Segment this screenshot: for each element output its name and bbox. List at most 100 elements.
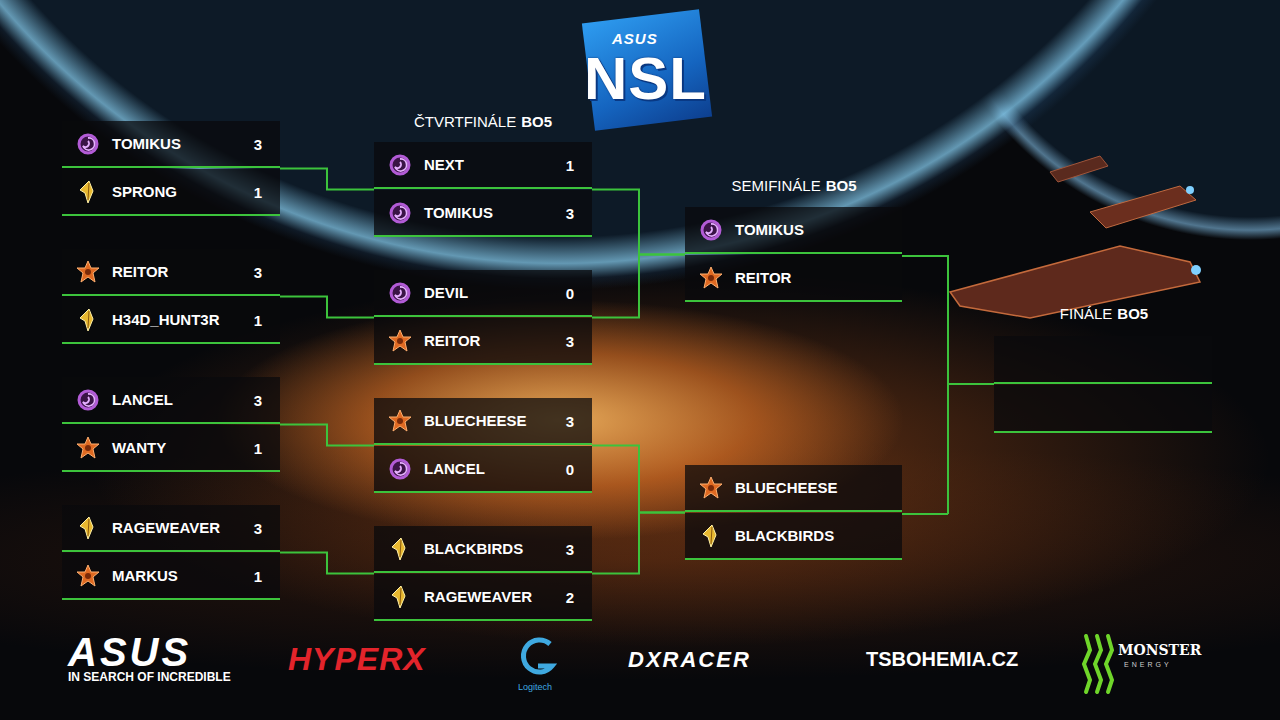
zerg-swirl (395, 206, 407, 218)
terran-star (389, 410, 411, 431)
logo-text: ENERGY (1124, 661, 1172, 668)
terran-icon (76, 564, 100, 588)
terran-icon (699, 266, 723, 290)
protoss-icon (699, 524, 723, 548)
logo-text: Logitech (518, 682, 552, 692)
protoss-blade (392, 538, 405, 560)
player-score: 0 (566, 285, 574, 302)
terran-core (85, 445, 91, 451)
zerg-ring (391, 156, 409, 174)
player-row: REITOR (685, 255, 902, 302)
player-row: NEXT1 (374, 142, 592, 189)
bracket-connector (592, 190, 685, 255)
zerg-swirl (83, 393, 95, 405)
bracket-connector (280, 425, 374, 446)
protoss-icon (76, 180, 100, 204)
player-name: SPRONG (112, 183, 177, 200)
final-box (994, 336, 1212, 433)
heading-text: FINÁLE (1060, 305, 1113, 322)
player-name: MARKUS (112, 567, 178, 584)
player-name: WANTY (112, 439, 166, 456)
player-row: TOMIKUS 3 (374, 190, 592, 237)
protoss-icon (388, 585, 412, 609)
terran-core (708, 275, 714, 281)
protoss-line (400, 540, 401, 557)
match-box: BLUECHEESE BLACKBIRDS (685, 465, 902, 560)
match-box: NEXT1TOMIKUS 3 (374, 142, 592, 237)
zerg-ring (391, 204, 409, 222)
heading-text: BO5 (1117, 305, 1148, 322)
player-name: RAGEWEAVER (112, 519, 220, 536)
match-box: TOMIKUS REITOR (685, 207, 902, 302)
protoss-blade (703, 525, 716, 547)
player-row: BLUECHEESE (685, 465, 902, 512)
terran-core (708, 485, 714, 491)
logo-text: TSBOHEMIA.CZ (866, 648, 1018, 671)
zerg-swirl (395, 158, 407, 170)
match-box: LANCEL 3WANTY1 (62, 377, 280, 472)
player-name: DEVIL (424, 284, 468, 301)
zerg-swirl (395, 286, 407, 298)
terran-icon (388, 409, 412, 433)
zerg-icon (76, 388, 100, 412)
player-name: BLACKBIRDS (735, 527, 834, 544)
player-row: BLACKBIRDS3 (374, 526, 592, 573)
player-score: 3 (254, 136, 262, 153)
match-box: BLUECHEESE3LANCEL0 (374, 398, 592, 493)
heading-text: BO5 (521, 113, 552, 130)
zerg-ring (391, 284, 409, 302)
player-score: 3 (566, 205, 574, 222)
zerg-ring (391, 460, 409, 478)
player-name: BLUECHEESE (424, 412, 527, 429)
round-heading: ČTVRTFINÁLEBO5 (414, 113, 552, 130)
player-row: MARKUS 1 (62, 553, 280, 600)
player-score: 1 (254, 184, 262, 201)
terran-core (85, 573, 91, 579)
zerg-ring (79, 135, 97, 153)
player-row: REITOR3 (374, 318, 592, 365)
player-score: 1 (254, 568, 262, 585)
player-row: BLACKBIRDS (685, 513, 902, 560)
player-score: 1 (254, 312, 262, 329)
protoss-blade (80, 309, 93, 331)
player-name: TOMIKUS (424, 204, 493, 221)
player-score: 2 (566, 589, 574, 606)
protoss-line (88, 311, 89, 328)
zerg-icon (699, 218, 723, 242)
player-name: LANCEL (112, 391, 173, 408)
player-score: 1 (566, 157, 574, 174)
player-row: RAGEWEAVER 3 (62, 505, 280, 552)
bracket-connector (592, 513, 685, 574)
player-name: RAGEWEAVER (424, 588, 532, 605)
terran-star (77, 565, 99, 586)
player-name: TOMIKUS (735, 221, 804, 238)
heading-text: BO5 (826, 177, 857, 194)
bracket-connector (592, 255, 685, 318)
player-score: 0 (566, 461, 574, 478)
monster-claw (1084, 636, 1112, 692)
protoss-line (88, 519, 89, 536)
terran-icon (76, 260, 100, 284)
player-name: REITOR (424, 332, 480, 349)
match-box: DEVIL 0REITOR3 (374, 270, 592, 365)
zerg-swirl (706, 223, 718, 235)
zerg-ring (79, 391, 97, 409)
final-row (994, 385, 1212, 433)
terran-star (389, 330, 411, 351)
logo-text: NSL (584, 44, 707, 113)
zerg-swirl (395, 462, 407, 474)
player-score: 3 (566, 541, 574, 558)
terran-star (77, 261, 99, 282)
protoss-blade (392, 586, 405, 608)
player-row: WANTY1 (62, 425, 280, 472)
round-heading: FINÁLEBO5 (1060, 305, 1148, 322)
player-score: 3 (254, 392, 262, 409)
protoss-blade (80, 181, 93, 203)
player-row: REITOR3 (62, 249, 280, 296)
player-score: 3 (254, 520, 262, 537)
match-box: TOMIKUS3SPRONG1 (62, 121, 280, 216)
logo-text: ASUS (612, 30, 658, 47)
player-score: 3 (254, 264, 262, 281)
bracket-connector (280, 553, 374, 574)
